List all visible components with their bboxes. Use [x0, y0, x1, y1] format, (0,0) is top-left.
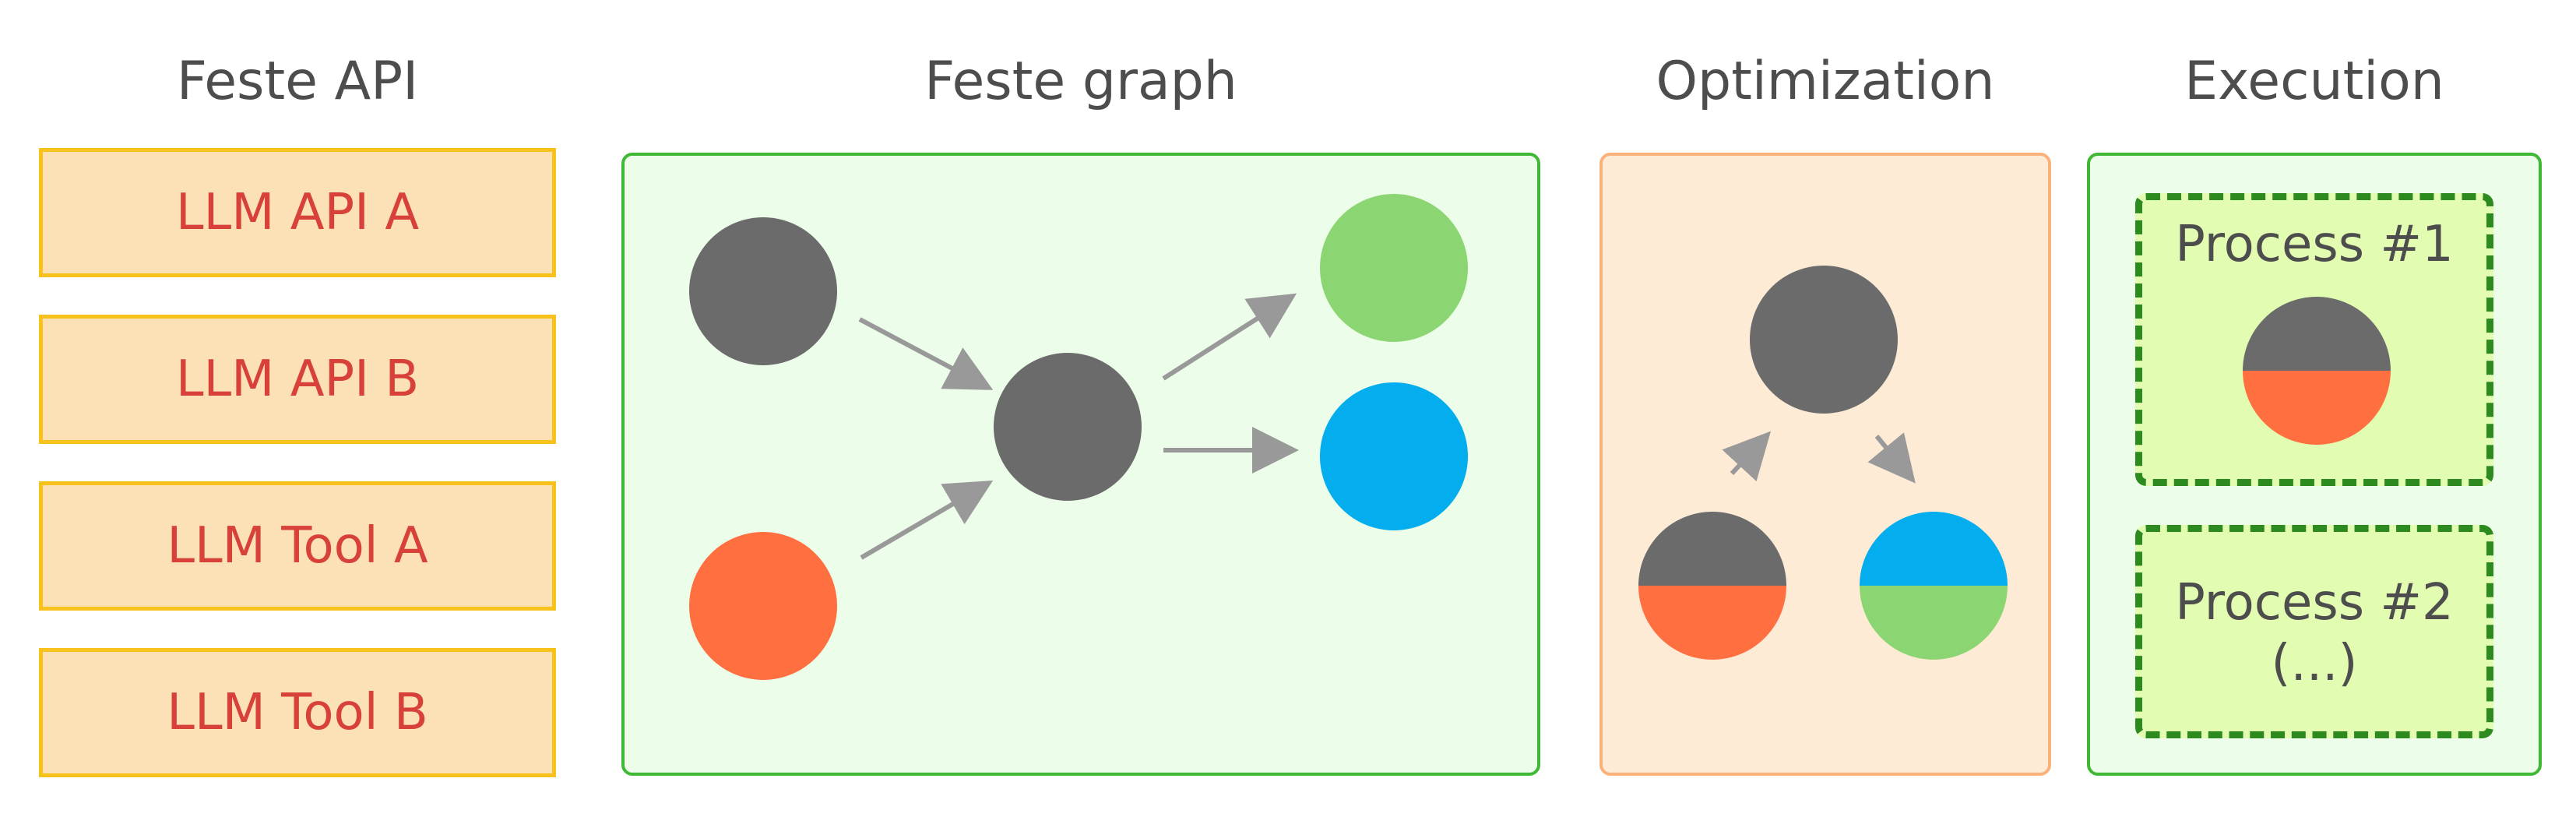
graph-node-gray-center [994, 353, 1142, 501]
api-item-llm-tool-b: LLM Tool B [39, 648, 556, 777]
process-2-label: Process #2 (...) [2175, 574, 2454, 692]
process-1-label: Process #1 [2175, 216, 2454, 273]
exec-node-process-1 [2243, 297, 2391, 445]
section-title-feste-api: Feste API [176, 51, 419, 112]
process-2-box: Process #2 (...) [2135, 525, 2493, 738]
opt-arrow-split-down [1867, 432, 1916, 484]
opt-arrow-merge-up [1722, 431, 1772, 482]
graph-arrow-orange-to-center [860, 480, 994, 560]
section-title-execution: Execution [2184, 51, 2444, 112]
graph-arrow-gray-to-center [858, 317, 994, 390]
api-item-llm-api-a: LLM API A [39, 148, 556, 277]
opt-node-gray-top [1750, 266, 1898, 414]
graph-node-orange-input [689, 532, 837, 680]
graph-node-blue-output [1320, 382, 1468, 530]
graph-node-gray-input [689, 217, 837, 365]
api-item-llm-api-b: LLM API B [39, 315, 556, 444]
graph-arrow-center-to-green [1162, 293, 1297, 381]
opt-node-merged-blue-green [1860, 512, 2008, 660]
graph-node-green-output [1320, 194, 1468, 342]
opt-node-merged-gray-orange [1638, 512, 1786, 660]
section-title-feste-graph: Feste graph [924, 51, 1237, 112]
api-item-llm-tool-a: LLM Tool A [39, 481, 556, 611]
optimization-panel [1599, 153, 2051, 776]
section-title-optimization: Optimization [1656, 51, 1995, 112]
